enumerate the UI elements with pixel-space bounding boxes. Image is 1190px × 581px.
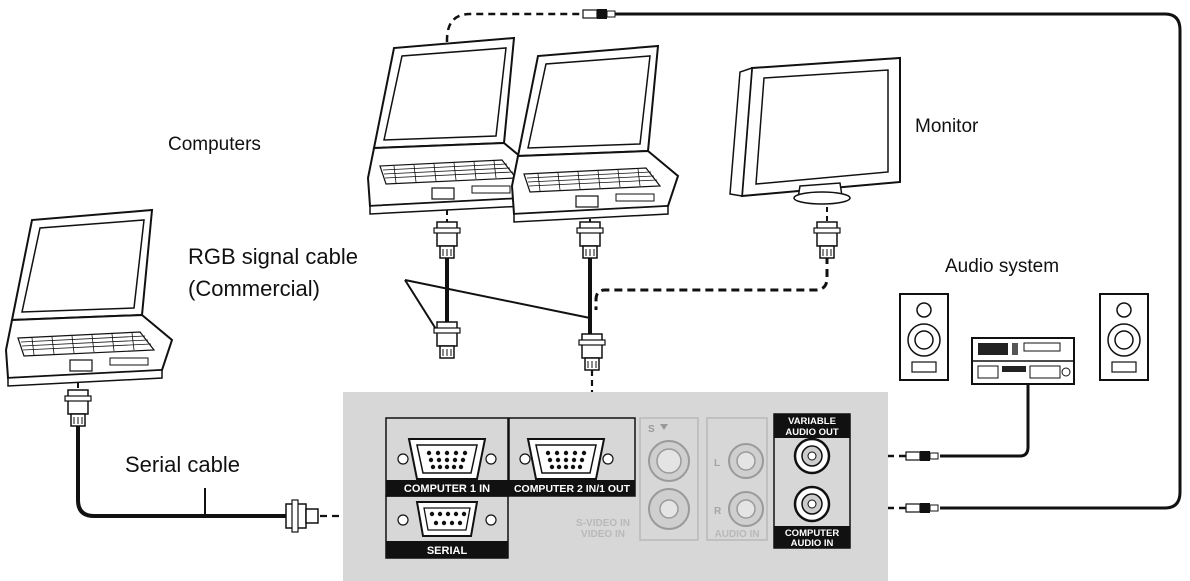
variable-label: VARIABLE (788, 416, 836, 427)
audio-system (899, 293, 1149, 385)
serial-cable (76, 426, 286, 518)
computer-audio-label: COMPUTER (785, 528, 840, 539)
s-mark: S (648, 424, 655, 435)
computer-1-in-port: COMPUTER 1 IN (385, 417, 509, 497)
diagram-labels: Computers Monitor Audio system RGB signa… (125, 116, 1059, 477)
computers-label: Computers (168, 134, 261, 155)
rgb-cable-label-line2: (Commercial) (188, 276, 320, 301)
audio-l-label: L (714, 458, 720, 469)
laptop-middle (367, 37, 535, 215)
audio-out-in-ports: VARIABLE AUDIO OUT COMPUTER AUDIO IN (773, 413, 851, 549)
laptop-left (5, 209, 173, 387)
serial-label: SERIAL (427, 545, 468, 557)
computer-2-in-1-out-port: COMPUTER 2 IN/1 OUT (508, 417, 636, 497)
audio-cable-solid-loop (615, 12, 1182, 510)
audio-out-solid (940, 372, 1030, 458)
monitor (729, 56, 901, 205)
serial-plug (285, 499, 319, 533)
audio-out-label: AUDIO OUT (785, 427, 839, 438)
computer-audio-in-label: AUDIO IN (791, 538, 834, 549)
rgb-cable-label-line1: RGB signal cable (188, 244, 358, 269)
computer-2-in-1-out-label: COMPUTER 2 IN/1 OUT (514, 483, 631, 495)
monitor-label: Monitor (915, 116, 979, 137)
computer-1-in-label: COMPUTER 1 IN (404, 483, 490, 495)
laptop-right (511, 45, 679, 223)
serial-cable-label: Serial cable (125, 452, 240, 477)
audio-cable-dashed-top (445, 12, 583, 210)
monitor-cable-dashed (594, 256, 829, 310)
audio-in-faded-label: AUDIO IN (715, 529, 760, 540)
video-in-label: VIDEO IN (581, 529, 625, 540)
audio-r-label: R (714, 506, 722, 517)
connector-panel: COMPUTER 1 IN COMPUTER 2 IN/1 OUT SERIAL (343, 392, 888, 581)
audio-system-label: Audio system (945, 256, 1059, 277)
serial-port: SERIAL (385, 495, 509, 559)
audio-in-lr-port: L R AUDIO IN (706, 417, 768, 541)
svideo-video-port: S S-VIDEO IN VIDEO IN (576, 417, 699, 541)
svideo-in-label: S-VIDEO IN (576, 518, 630, 529)
